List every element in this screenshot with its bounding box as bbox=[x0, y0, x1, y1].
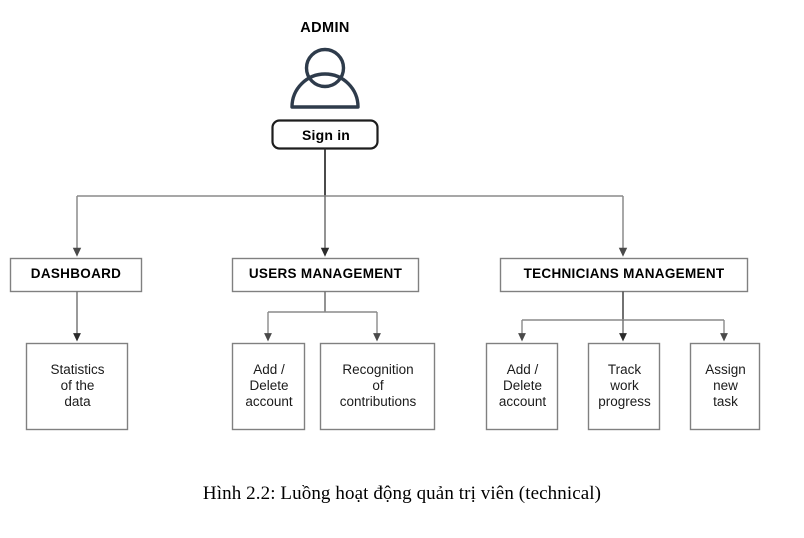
box-technicians-management[interactable] bbox=[499, 257, 749, 293]
box-label-assign-new-task: Assign new task bbox=[705, 362, 746, 409]
box-users-management[interactable] bbox=[231, 257, 420, 293]
box-label-dashboard: DASHBOARD bbox=[30, 266, 122, 281]
box-users-add-delete-account[interactable] bbox=[231, 342, 306, 431]
box-label-statistics-of-the-data: Statistics of the data bbox=[50, 362, 105, 409]
box-label-track-work-progress: Track work progress bbox=[598, 362, 651, 409]
box-label-recognition-of-contributions: Recognition of contributions bbox=[339, 362, 417, 409]
actor-role-label: ADMIN bbox=[300, 20, 350, 36]
user-avatar-icon bbox=[290, 47, 360, 109]
box-label-users-add-delete-account: Add / Delete account bbox=[245, 362, 293, 409]
diagram-canvas bbox=[9, 47, 761, 431]
box-label-technicians-add-delete-account: Add / Delete account bbox=[498, 362, 547, 409]
figure-caption: Hình 2.2: Luồng hoạt động quản trị viên … bbox=[202, 483, 602, 504]
box-recognition-of-contributions[interactable] bbox=[319, 342, 436, 431]
box-label-technicians-management: TECHNICIANS MANAGEMENT bbox=[523, 266, 725, 281]
box-assign-new-task[interactable] bbox=[689, 342, 761, 431]
box-track-work-progress[interactable] bbox=[587, 342, 661, 431]
box-technicians-add-delete-account[interactable] bbox=[485, 342, 559, 431]
box-label-users-management: USERS MANAGEMENT bbox=[248, 266, 403, 281]
box-dashboard[interactable] bbox=[9, 257, 143, 293]
box-statistics-of-the-data[interactable] bbox=[25, 342, 129, 431]
sign-in-button-label[interactable]: Sign in bbox=[301, 127, 351, 143]
